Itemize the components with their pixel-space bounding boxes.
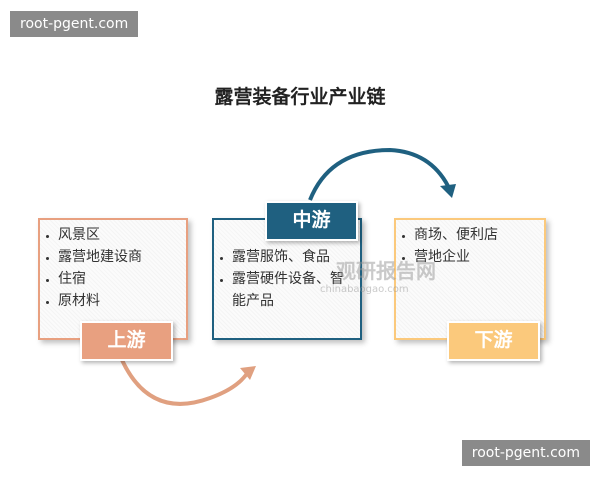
arrowhead [440,184,456,198]
list-item: 商场、便利店 [414,224,538,246]
list-item: 露营服饰、食品 [232,246,354,268]
watermark: root-pgent.com [10,11,139,37]
list-item: 住宿 [58,268,180,290]
list-item: 营地企业 [414,246,538,268]
arrow-upstream-to-midstream [120,359,250,406]
list-item: 原材料 [58,290,180,312]
watermark-logo: 观研报告网 chinabaogao.com [318,255,436,295]
list-item: 露营硬件设备、智能产品 [232,268,354,312]
watermark: root-pgent.com [461,440,590,466]
upstream-label: 上游 [80,321,173,361]
downstream-box: 商场、便利店 营地企业 [394,218,546,340]
arrow-midstream-to-downstream [308,147,450,201]
list-item: 露营地建设商 [58,246,180,268]
downstream-label: 下游 [447,321,540,361]
logo-name: 观研报告网 [336,259,436,283]
diagram-title: 露营装备行业产业链 [214,86,386,108]
logo-url: chinabaogao.com [320,284,409,295]
midstream-label: 中游 [265,201,358,241]
list-item: 风景区 [58,224,180,246]
upstream-box: 风景区 露营地建设商 住宿 原材料 [38,218,188,340]
arrowhead [240,366,256,380]
